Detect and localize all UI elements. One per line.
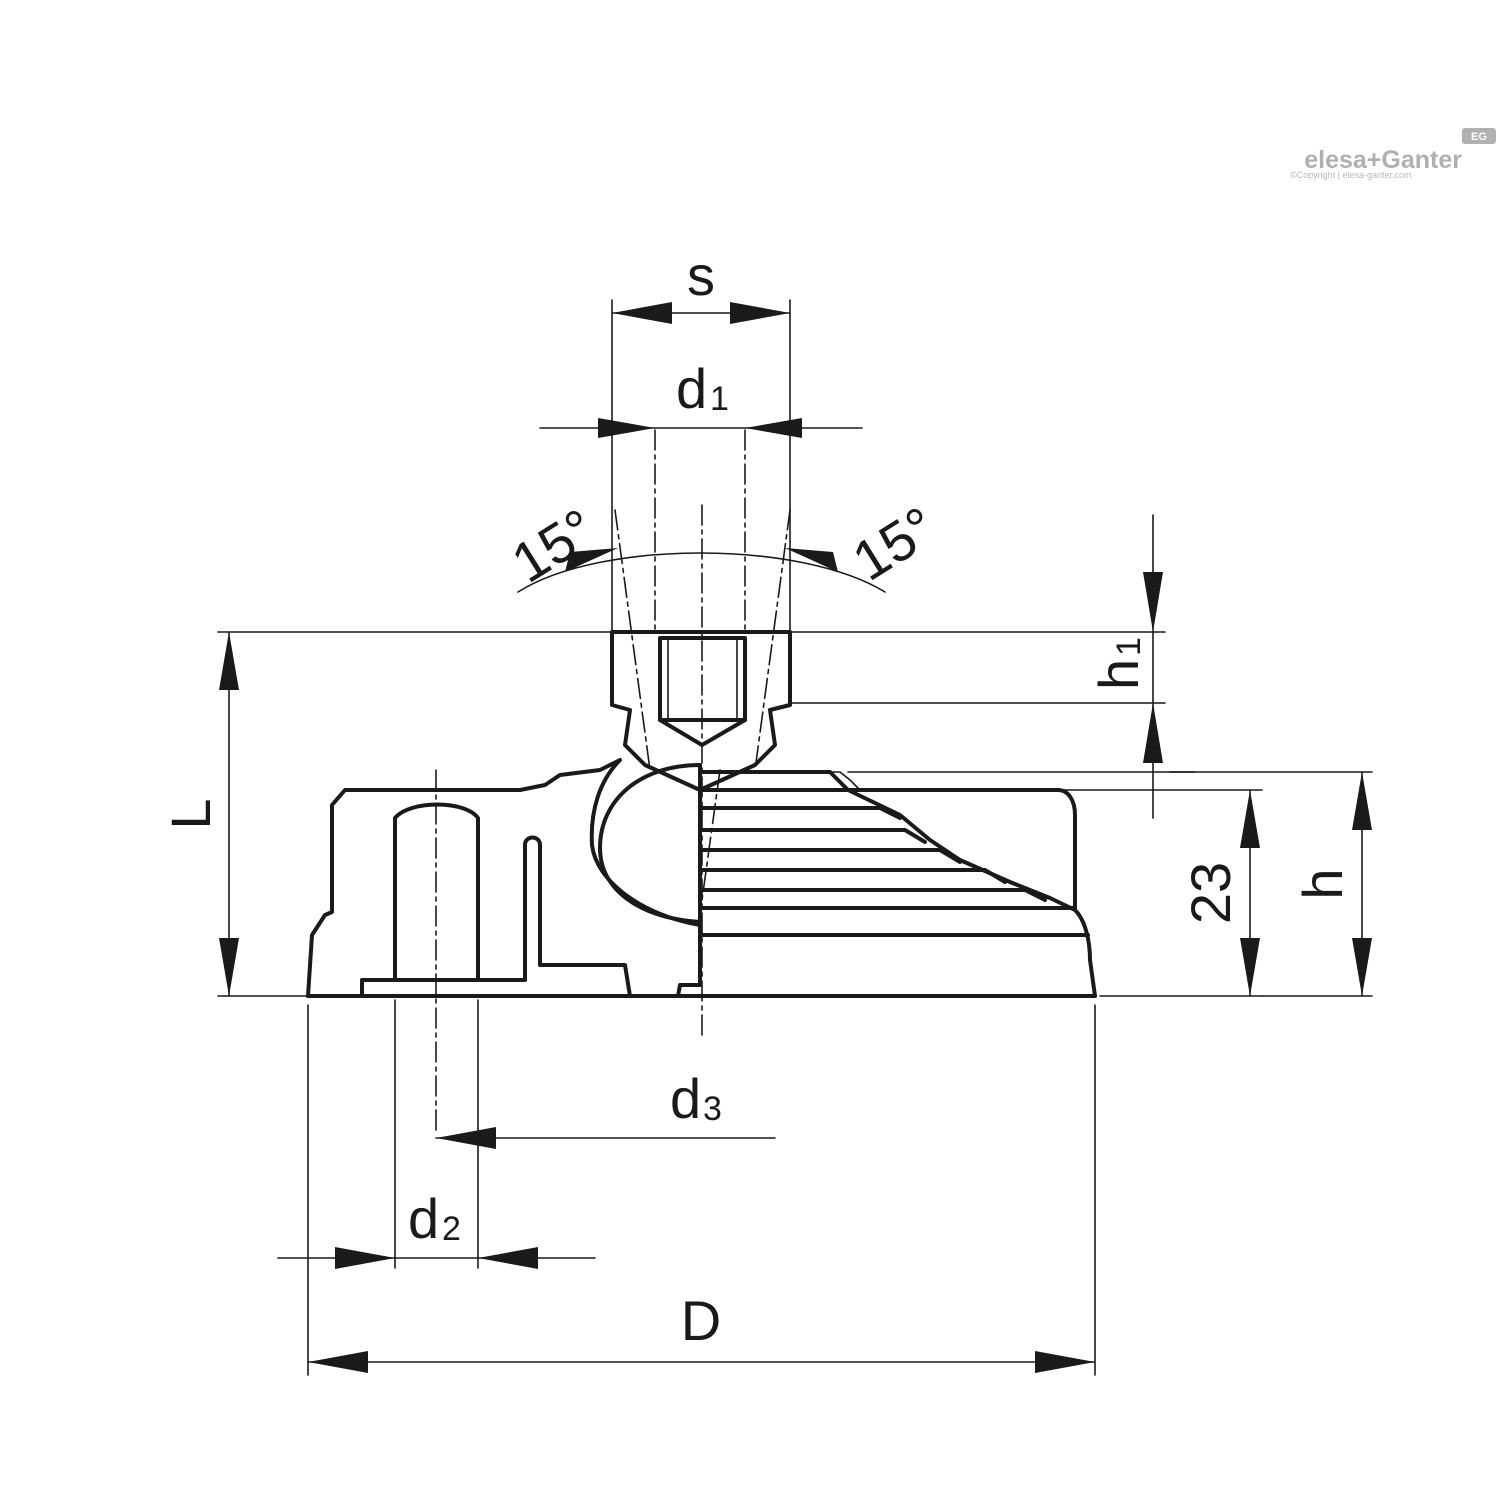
- label-D: D: [681, 1289, 721, 1352]
- dim-d1: d 1: [539, 357, 863, 438]
- label-d2: d: [408, 1187, 439, 1250]
- dim-L: L: [159, 631, 613, 997]
- ball-joint: [598, 763, 702, 924]
- label-L: L: [159, 798, 222, 829]
- label-angle-left: 15°: [501, 496, 606, 594]
- label-s: s: [687, 244, 715, 307]
- dim-d3: d 3: [435, 1067, 776, 1149]
- center-lines: [435, 429, 791, 1131]
- logo-badge-text: EG: [1471, 131, 1487, 143]
- label-d2-sub: 2: [442, 1210, 461, 1248]
- label-h1-sub: 1: [1110, 637, 1148, 656]
- dim-D: D: [307, 1004, 1096, 1376]
- outer-view: [698, 770, 1097, 998]
- label-d3: d: [670, 1067, 701, 1130]
- ribs: [698, 806, 1090, 937]
- base-section: [306, 758, 702, 998]
- dim-h1: h 1: [789, 514, 1166, 819]
- logo-copyright-text: ©Copyright | elesa-ganter.com: [1290, 170, 1412, 180]
- label-d3-sub: 3: [703, 1090, 722, 1128]
- stud-head-section: [610, 630, 792, 792]
- dim-angles: 15° 15°: [501, 494, 947, 594]
- hatched-sections: [306, 630, 792, 998]
- mounting-hole: [393, 802, 480, 982]
- label-h1: h: [1087, 659, 1150, 690]
- label-23: 23: [1179, 862, 1242, 924]
- dim-h: h: [847, 771, 1373, 997]
- dim-s: s: [611, 244, 791, 631]
- logo-badge: [1462, 128, 1496, 144]
- dim-d2: d 2: [277, 999, 596, 1269]
- logo-brand-text: elesa+Ganter: [1304, 146, 1462, 174]
- elesa-ganter-logo: EG elesa+Ganter ©Copyright | elesa-gante…: [1290, 128, 1496, 180]
- outer-contour: [698, 770, 1097, 998]
- label-h: h: [1291, 868, 1354, 899]
- dim-23: 23: [1057, 771, 1263, 997]
- thread-lines: [667, 639, 738, 719]
- label-d1: d: [676, 357, 707, 420]
- label-d1-sub: 1: [710, 380, 729, 418]
